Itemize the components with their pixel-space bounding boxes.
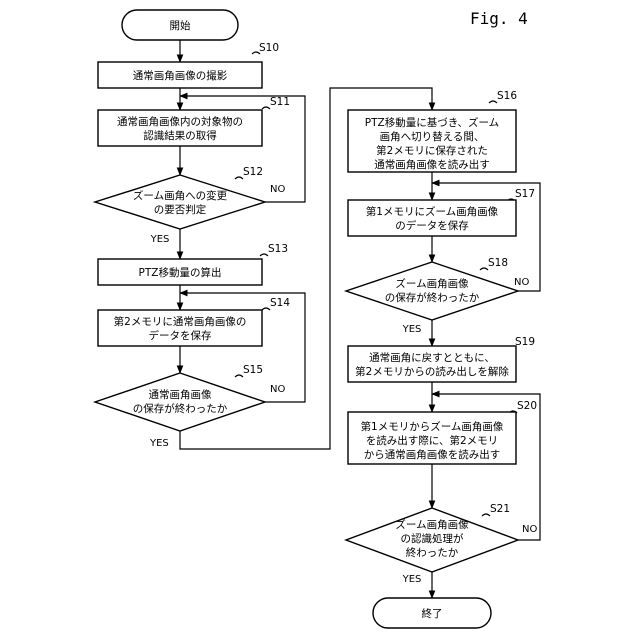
- step-ref-s14-leader: [262, 308, 270, 310]
- step-ref-s10: S10: [259, 42, 279, 54]
- start-label: 開始: [170, 19, 191, 32]
- step-ref-s13-leader: [260, 254, 268, 256]
- step-s15-line-1: 通常画角画像: [149, 388, 212, 401]
- step-ref-s11-leader: [262, 107, 270, 109]
- step-s21-line-1: ズーム画角画像: [395, 518, 469, 531]
- step-ref-s11: S11: [270, 96, 290, 108]
- step-s19-line-2: 第2メモリからの読み出しを解除: [355, 365, 509, 378]
- step-s20-line-1: 第1メモリからズーム画角画像: [361, 420, 504, 433]
- decision-s12: [95, 175, 265, 229]
- step-ref-s17: S17: [515, 188, 535, 200]
- s18-no-label: NO: [514, 277, 529, 288]
- step-ref-s12: S12: [243, 166, 263, 178]
- s18-yes-label: YES: [402, 324, 422, 335]
- step-ref-s16-leader: [489, 101, 497, 103]
- s15-no-label: NO: [270, 384, 285, 395]
- step-s16-line-4: 通常画角画像を読み出す: [374, 158, 490, 171]
- step-ref-s10-leader: [252, 52, 260, 54]
- end-label: 終了: [422, 607, 443, 620]
- step-s11-line-2: 認識結果の取得: [143, 129, 217, 142]
- decision-s18: [346, 262, 518, 320]
- step-ref-s19: S19: [515, 336, 535, 348]
- step-s14-line-1: 第2メモリに通常画角画像の: [114, 315, 247, 328]
- s21-yes-label: YES: [402, 574, 422, 585]
- step-s17-line-2: のデータを保存: [395, 219, 469, 232]
- step-ref-s13: S13: [268, 243, 288, 255]
- step-s16-line-3: 第2メモリに保存された: [376, 144, 488, 157]
- step-s18-line-2: の保存が終わったか: [385, 291, 480, 304]
- step-ref-s15-leader: [235, 375, 243, 377]
- step-ref-s21-leader: [482, 514, 490, 516]
- step-s20-line-3: から通常画角画像を読み出す: [364, 448, 501, 461]
- step-ref-s14: S14: [270, 297, 290, 309]
- step-s14-line-2: データを保存: [149, 329, 212, 342]
- s21-no-label: NO: [522, 524, 537, 535]
- step-s18-line-1: ズーム画角画像: [395, 277, 469, 290]
- step-s12-line-1: ズーム画角への変更: [133, 189, 228, 202]
- step-ref-s18-leader: [480, 268, 488, 270]
- step-ref-s21: S21: [490, 503, 510, 515]
- step-s10-line-1: 通常画角画像の撮影: [133, 69, 228, 82]
- step-ref-s20: S20: [517, 400, 537, 412]
- step-s17-line-1: 第1メモリにズーム画角画像: [366, 205, 499, 218]
- step-s21-line-3: 終わったか: [406, 546, 459, 559]
- step-s13-line-1: PTZ移動量の算出: [139, 266, 222, 279]
- figure-label: Fig. 4: [470, 9, 528, 28]
- s15-yes-label: YES: [149, 438, 169, 449]
- step-s16-line-2: 画角へ切り替える間、: [380, 130, 485, 143]
- step-s20-line-2: を読み出す際に、第2メモリ: [366, 434, 498, 447]
- step-ref-s16: S16: [497, 90, 517, 102]
- step-ref-s18: S18: [488, 257, 508, 269]
- s12-no-label: NO: [270, 184, 285, 195]
- step-s11-line-1: 通常画角画像内の対象物の: [117, 115, 243, 128]
- step-s16-line-1: PTZ移動量に基づき、ズーム: [365, 116, 499, 129]
- step-s15-line-2: の保存が終わったか: [133, 402, 228, 415]
- step-ref-s15: S15: [243, 364, 263, 376]
- decision-s15: [95, 373, 265, 431]
- step-ref-s12-leader: [235, 177, 243, 179]
- step-s21-line-2: の認識処理が: [401, 532, 464, 545]
- s12-yes-label: YES: [150, 234, 170, 245]
- step-s19-line-1: 通常画角に戻すとともに、: [369, 351, 495, 364]
- step-s12-line-2: の要否判定: [154, 203, 207, 216]
